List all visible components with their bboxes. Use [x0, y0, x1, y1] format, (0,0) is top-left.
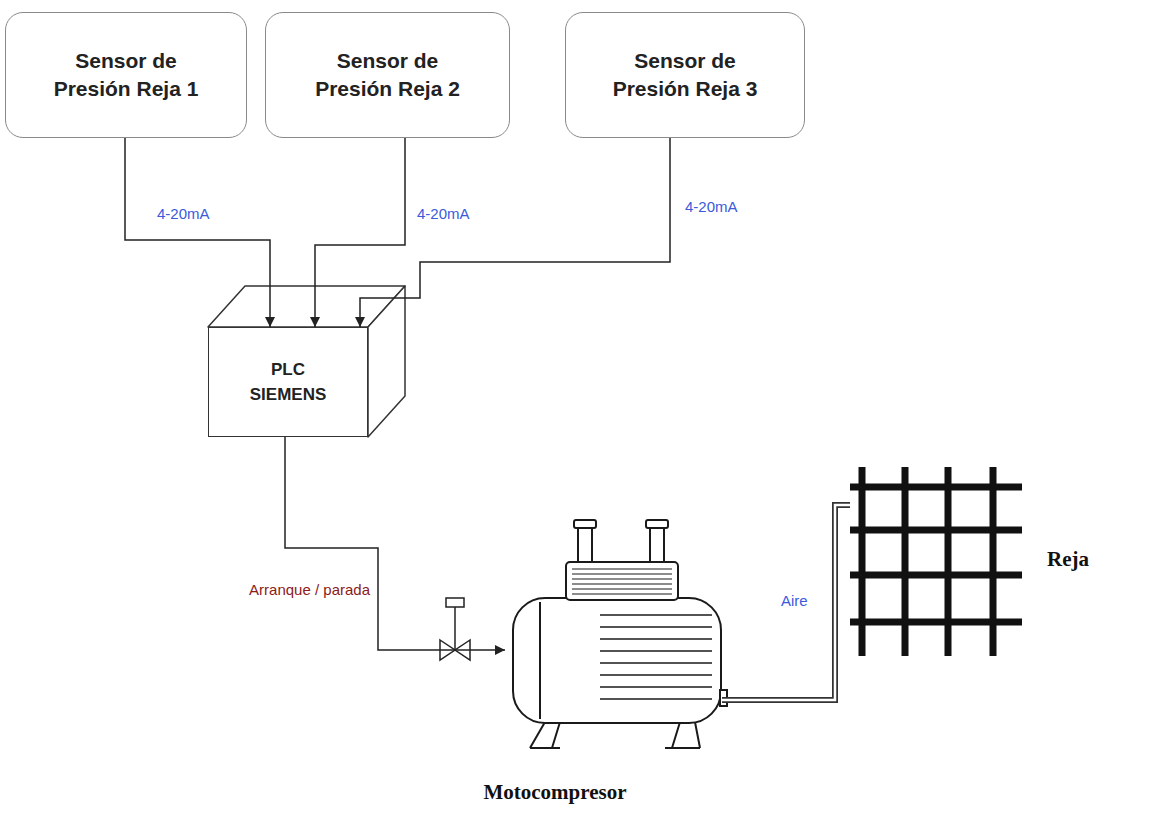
air-pipe [722, 505, 850, 700]
grate-node: Reja [850, 462, 1090, 662]
signal-wire [125, 138, 270, 327]
wire-path [125, 138, 270, 327]
signal-label: 4-20mA [683, 198, 740, 216]
sensor-box: Sensor de Presión Reja 1 [5, 12, 247, 138]
sensor-box: Sensor de Presión Reja 2 [265, 12, 510, 138]
signal-wire [360, 138, 670, 327]
box-text: PLC SIEMENS [238, 357, 338, 408]
plc-housing [208, 286, 405, 437]
plc-box: PLC SIEMENS [208, 327, 368, 437]
box-text: Sensor de Presión Reja 3 [601, 47, 769, 104]
pipe-outline [722, 505, 850, 700]
grate-drawing [850, 467, 1022, 656]
signal-label: Aire [779, 592, 810, 610]
box-text: Sensor de Presión Reja 2 [304, 47, 472, 104]
compressor-drawing [513, 520, 727, 748]
signal-label: 4-20mA [155, 205, 212, 223]
signal-label: 4-20mA [415, 205, 472, 223]
signal-wire [285, 437, 505, 650]
wire-path [360, 138, 670, 327]
figure-label: Reja [1038, 547, 1098, 572]
wire-path [285, 437, 505, 650]
signal-label: Arranque / parada [247, 581, 372, 599]
sensor-box: Sensor de Presión Reja 3 [565, 12, 805, 138]
pipe-core [722, 505, 850, 700]
compressor-node: Motocompresor [505, 548, 722, 813]
box-text: Sensor de Presión Reja 1 [42, 47, 210, 104]
figure-label: Motocompresor [445, 780, 665, 805]
